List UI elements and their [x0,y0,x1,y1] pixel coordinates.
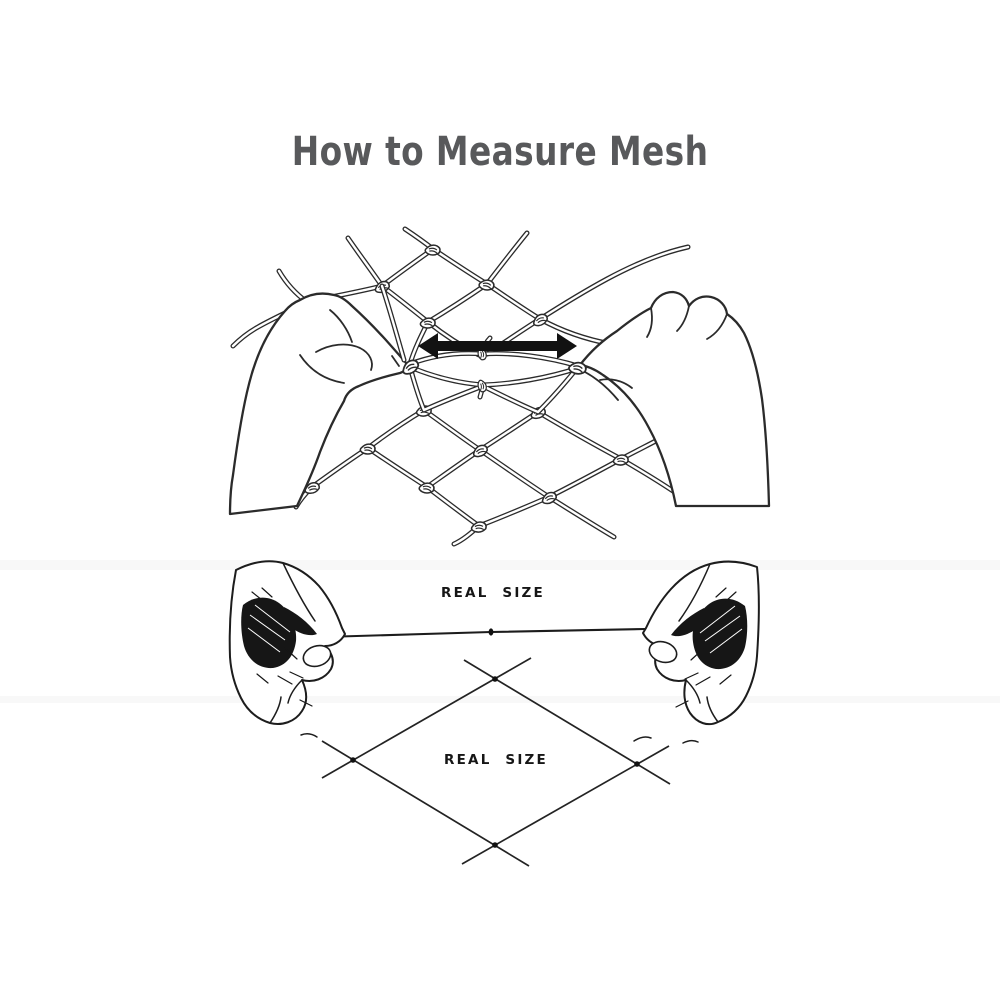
left-hand-stretching [228,292,408,516]
diamond-real-size-label: REAL SIZE [444,752,548,768]
string-center-knot [488,628,494,636]
top-figure-hands-stretching-mesh [228,229,771,544]
scan-band [0,560,1000,570]
stretch-direction-arrow-icon [418,333,577,359]
right-hand-stretching [578,290,771,508]
right-pinching-hand [633,560,760,744]
string-real-size-label: REAL SIZE [441,585,545,601]
left-pinching-hand [228,560,346,738]
page-title-text: How to Measure Mesh [291,129,709,175]
thumbnail [648,640,678,664]
diamond-mesh-outline [321,657,671,867]
bottom-figure-real-size: REAL SIZE REAL SIZE [228,560,760,867]
page-title: How to Measure Mesh [0,131,1000,173]
scan-band [0,696,1000,703]
diamond-right-knot [634,761,640,767]
diamond-top-knot [492,676,498,682]
diamond-bottom-knot [492,842,498,848]
thumbnail [302,644,332,668]
diamond-left-knot [350,757,356,763]
